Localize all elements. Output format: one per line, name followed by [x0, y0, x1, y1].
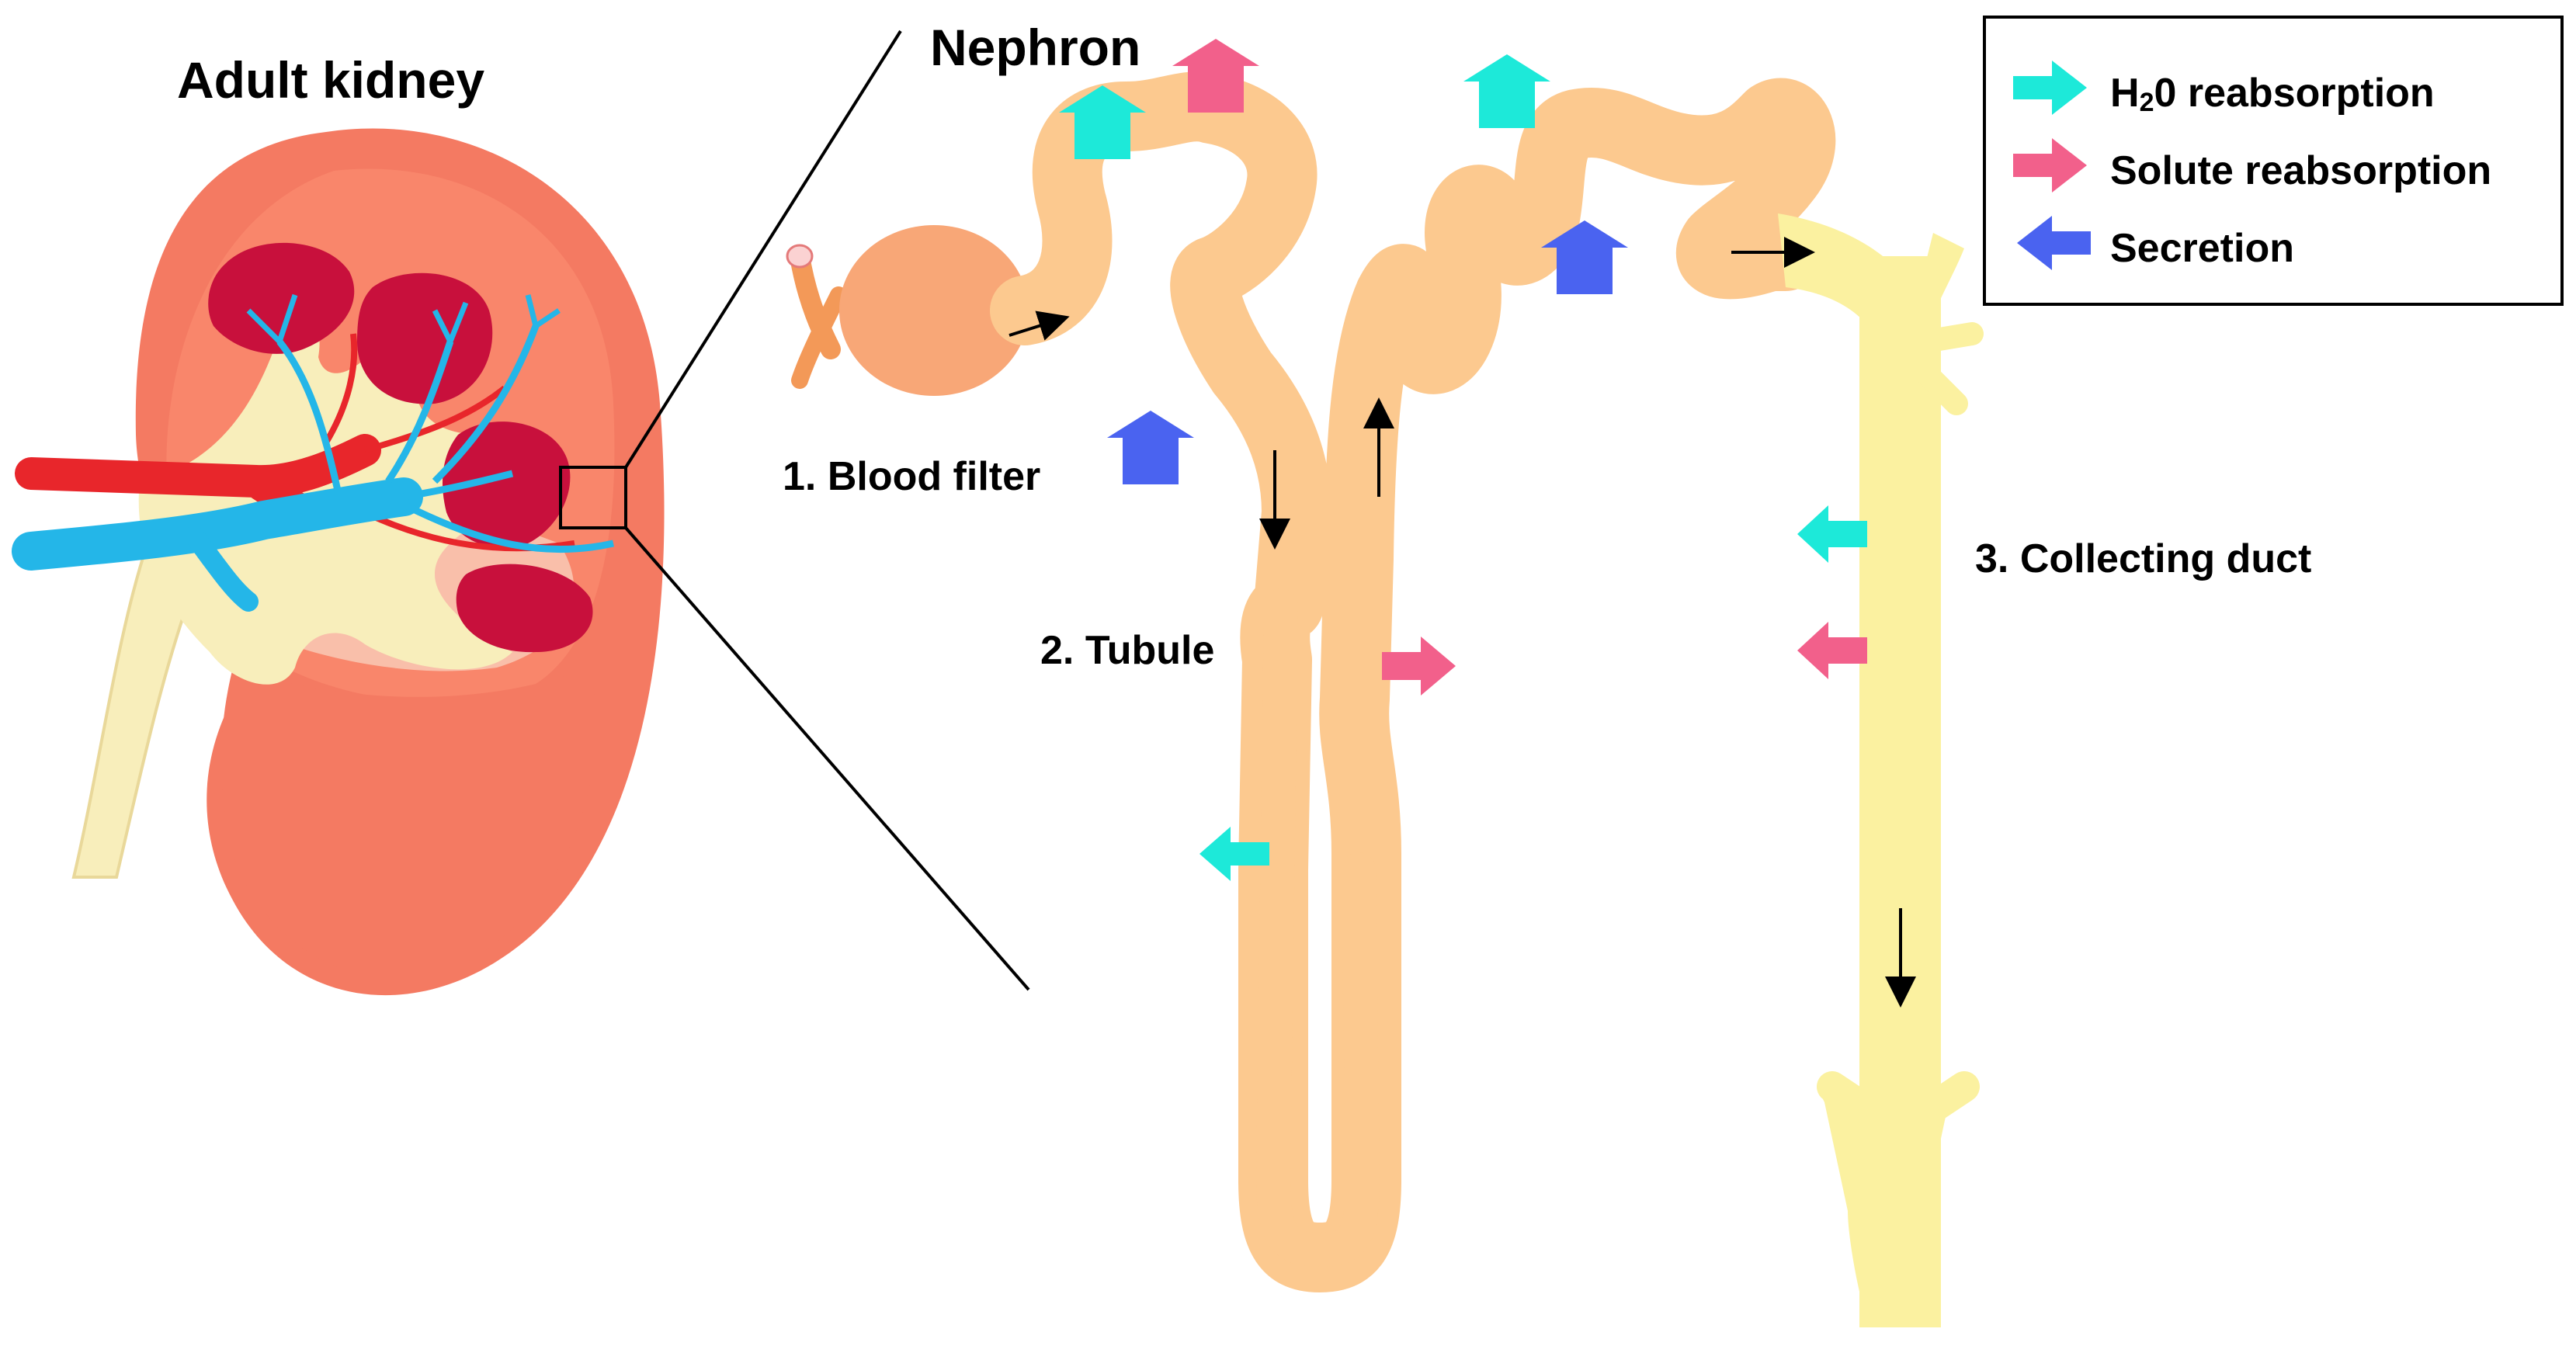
- legend-item-secretion: Secretion: [2009, 208, 2553, 278]
- collecting-duct-label: 3. Collecting duct: [1975, 536, 2312, 581]
- pyramid-1: [208, 242, 355, 354]
- zoom-line-top: [624, 29, 902, 469]
- legend-water-prefix: H: [2110, 71, 2140, 116]
- nephron-title: Nephron: [930, 19, 1141, 76]
- legend: H20 reabsorption Solute reabsorption Sec…: [1983, 16, 2564, 306]
- secretion-arrow-icon: [1541, 220, 1628, 294]
- transport-arrows: [1059, 39, 1867, 881]
- legend-item-water: H20 reabsorption: [2009, 53, 2553, 123]
- solute-arrow-icon: [2013, 138, 2087, 193]
- water-arrow-icon: [1199, 827, 1269, 881]
- kidney-lower-lobe: [221, 668, 596, 979]
- secretion-arrow-icon: [1107, 411, 1194, 484]
- pyramid-3: [443, 421, 571, 548]
- renal-vein: [12, 477, 423, 571]
- legend-water-sub: 2: [2139, 88, 2154, 117]
- tubule-label: 2. Tubule: [1040, 628, 1215, 673]
- kidney-illustration: [12, 128, 665, 996]
- solute-arrow-icon: [1382, 637, 1456, 696]
- zoom-box: [559, 466, 627, 529]
- pyramid-4: [456, 564, 593, 653]
- water-arrow-icon: [2013, 61, 2087, 115]
- solute-arrow-icon: [1172, 39, 1259, 113]
- water-arrow-icon: [1059, 85, 1146, 159]
- legend-solute-label: Solute reabsorption: [2110, 148, 2492, 193]
- blood-filter-label: 1. Blood filter: [783, 454, 1041, 499]
- water-arrow-icon: [1463, 54, 1550, 128]
- secretion-arrow-icon: [2017, 216, 2091, 270]
- glomerulus: [839, 225, 1029, 396]
- ureter: [71, 540, 200, 879]
- legend-item-solute: Solute reabsorption: [2009, 130, 2553, 200]
- kidney-title: Adult kidney: [177, 51, 485, 109]
- water-arrow-icon: [1797, 505, 1867, 563]
- nephron-illustration: [786, 71, 1984, 1327]
- solute-arrow-icon: [1797, 622, 1867, 679]
- flow-arrow: [1009, 310, 1070, 341]
- legend-secretion-label: Secretion: [2110, 226, 2294, 271]
- zoom-line-bottom: [624, 526, 1030, 991]
- proximal-tubule: [990, 71, 1836, 1292]
- legend-water-suffix: 0 reabsorption: [2154, 71, 2435, 116]
- pyramid-2: [357, 272, 493, 404]
